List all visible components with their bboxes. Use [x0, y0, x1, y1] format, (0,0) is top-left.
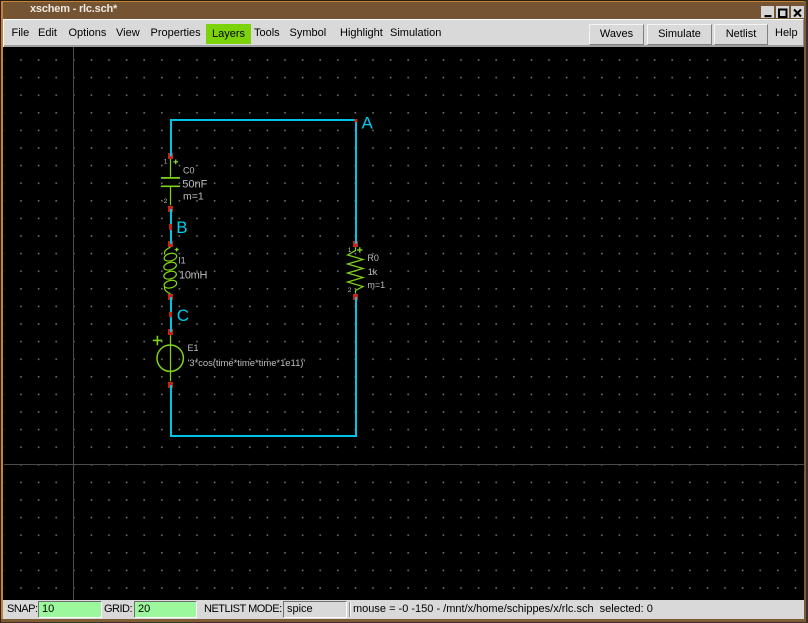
svg-text:m=1: m=1 — [367, 280, 385, 290]
svg-text:l1: l1 — [179, 256, 186, 266]
svg-text:1: 1 — [348, 247, 352, 254]
svg-text:1k: 1k — [368, 267, 378, 277]
svg-text:2: 2 — [164, 198, 168, 205]
svg-text:C: C — [177, 306, 189, 325]
svg-text:'3*cos(time*time*time*1e11)': '3*cos(time*time*time*1e11)' — [188, 358, 306, 369]
svg-text:A: A — [362, 113, 374, 132]
svg-text:50nF: 50nF — [182, 178, 207, 190]
svg-text:2: 2 — [348, 287, 352, 294]
svg-text:1: 1 — [164, 158, 168, 165]
svg-text:E1: E1 — [188, 343, 199, 353]
svg-text:10mH: 10mH — [179, 269, 207, 281]
svg-text:m=1: m=1 — [183, 191, 204, 203]
svg-text:B: B — [176, 218, 187, 237]
svg-text:C0: C0 — [183, 166, 195, 176]
svg-text:R0: R0 — [367, 253, 379, 263]
